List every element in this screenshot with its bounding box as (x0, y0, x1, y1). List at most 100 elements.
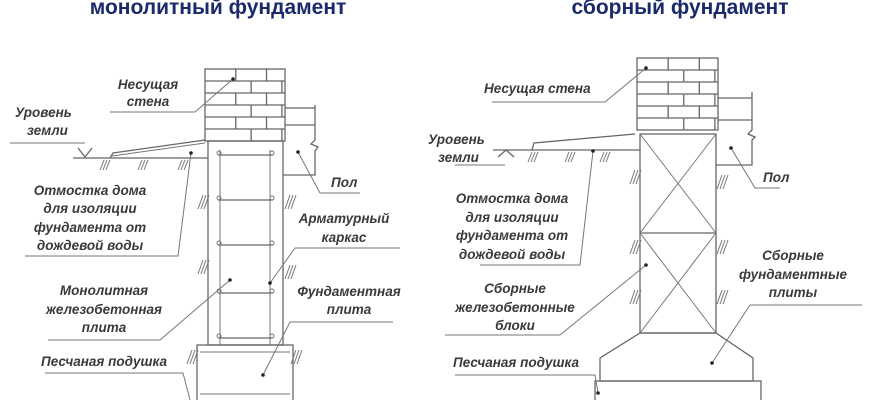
label-blind-area-line2: для изоляции (43, 201, 137, 216)
hatch-mark (290, 194, 297, 210)
hatch-mark (189, 349, 196, 365)
label-blocks-line3: блоки (495, 318, 535, 333)
hatch-mark (530, 151, 536, 163)
hatch-mark (719, 289, 726, 305)
floor-slab (716, 92, 757, 166)
hatch-mark (143, 159, 149, 171)
monolithic-foundation-drawing (10, 68, 400, 400)
ground-line (73, 139, 208, 159)
hatch-mark (105, 159, 111, 171)
rebar-node (216, 240, 222, 246)
hatch-mark (629, 169, 636, 185)
hatch-mark (533, 151, 539, 163)
hatch-mark (296, 349, 303, 365)
hatch-mark (629, 289, 636, 305)
sand-cushion (594, 380, 762, 400)
ground-line (493, 133, 640, 158)
label-blocks-line2: железобетонные (454, 300, 575, 315)
rebar-node (269, 333, 275, 339)
label-blind-area-line2: для изоляции (465, 210, 559, 225)
rebar-node (269, 150, 275, 156)
label-wall-line1: Несущая (118, 77, 178, 92)
label-ground-line1: Уровень (428, 132, 485, 147)
soil-hatching (99, 159, 303, 365)
hatch-mark (719, 239, 726, 255)
label-floor: Пол (331, 175, 358, 190)
label-ground-line2: земли (27, 123, 69, 138)
label-sand: Песчаная подушка (41, 354, 167, 369)
hatch-mark (284, 194, 291, 210)
label-wall: Несущая стена (484, 81, 591, 96)
hatch-mark (722, 239, 729, 255)
right-title: сборный фундамент (571, 0, 788, 19)
label-ground-line1: Уровень (15, 105, 72, 120)
rebar-node (269, 195, 275, 201)
label-monolith-line1: Монолитная (60, 283, 148, 298)
soil-hatching (527, 151, 729, 305)
label-sand: Песчаная подушка (453, 355, 579, 370)
label-blocks-line1: Сборные (484, 281, 546, 296)
hatch-mark (716, 239, 723, 255)
label-blind-area-line3: фундамента от (34, 220, 146, 235)
brick-wall (636, 57, 719, 131)
hatch-mark (287, 264, 294, 280)
hatch-mark (719, 174, 726, 190)
hatch-mark (635, 169, 642, 185)
left-title: монолитный фундамент (90, 0, 347, 19)
label-rebar-line1: Арматурный (298, 211, 390, 226)
hatch-mark (140, 159, 146, 171)
hatch-mark (632, 169, 639, 185)
hatch-mark (200, 259, 207, 275)
hatch-mark (605, 151, 611, 163)
hatch-mark (599, 151, 605, 163)
precast-blocks (639, 133, 717, 334)
hatch-mark (570, 151, 576, 163)
rebar-node (216, 150, 222, 156)
label-base-slab-line1: Фундаментная (297, 284, 400, 299)
label-wall-line2: стена (127, 94, 170, 109)
hatch-mark (567, 151, 573, 163)
rebar-node (269, 288, 275, 294)
hatch-mark (192, 349, 199, 365)
foundation-pad (196, 344, 294, 400)
hatch-mark (180, 159, 186, 171)
hatch-mark (290, 349, 297, 365)
hatch-mark (722, 174, 729, 190)
hatch-mark (602, 151, 608, 163)
hatch-mark (632, 239, 639, 255)
hatch-mark (716, 289, 723, 305)
label-rebar-line2: каркас (322, 230, 367, 245)
hatch-mark (177, 159, 183, 171)
label-slabs-line3: плиты (769, 285, 818, 300)
hatch-mark (635, 289, 642, 305)
hatch-mark (186, 349, 193, 365)
hatch-mark (629, 239, 636, 255)
hatch-mark (722, 289, 729, 305)
hatch-mark (290, 264, 297, 280)
hatch-mark (197, 194, 204, 210)
precast-foundation-drawing (445, 57, 862, 400)
hatch-mark (137, 159, 143, 171)
hatch-mark (287, 194, 294, 210)
hatch-mark (203, 259, 210, 275)
label-blind-area-line4: дождевой воды (37, 238, 144, 253)
hatch-mark (716, 174, 723, 190)
hatch-mark (564, 151, 570, 163)
rebar-node (269, 240, 275, 246)
hatch-mark (632, 289, 639, 305)
label-blind-area-line4: дождевой воды (459, 247, 566, 262)
label-floor: Пол (763, 170, 790, 185)
rebar-node (216, 195, 222, 201)
hatch-mark (99, 159, 105, 171)
precast-slab (599, 332, 754, 382)
label-blind-area-line1: Отмостка дома (34, 183, 147, 198)
brick-wall (204, 68, 286, 142)
hatch-mark (293, 349, 300, 365)
hatch-mark (200, 194, 207, 210)
monolithic-column (207, 140, 284, 346)
label-blind-area-line1: Отмостка дома (456, 191, 569, 206)
hatch-mark (197, 259, 204, 275)
hatch-mark (527, 151, 533, 163)
rebar-node (216, 333, 222, 339)
